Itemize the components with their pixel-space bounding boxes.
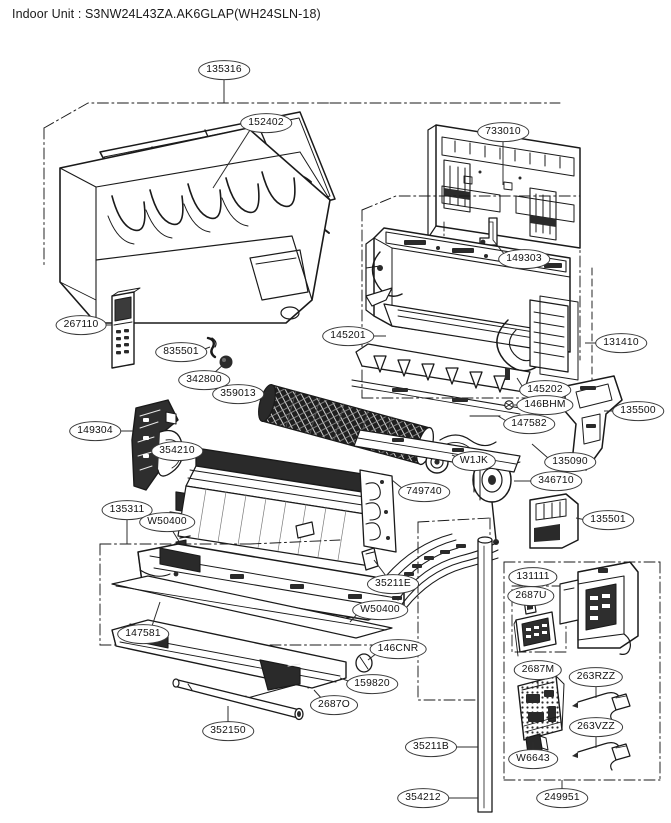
- part-callout-35211E[interactable]: 35211E: [367, 574, 419, 594]
- part-control-box: [559, 561, 639, 655]
- part-callout-152402[interactable]: 152402: [240, 113, 292, 133]
- part-callout-146CNR[interactable]: 146CNR: [369, 639, 427, 659]
- part-callout-W50400[interactable]: W50400: [139, 512, 195, 532]
- part-callout-2687O[interactable]: 2687O: [310, 695, 358, 715]
- part-callout-W6643[interactable]: W6643: [508, 749, 558, 769]
- part-147581-strip: [111, 575, 393, 639]
- part-callout-149303[interactable]: 149303: [498, 249, 550, 269]
- part-callout-146BHM[interactable]: 146BHM: [516, 395, 574, 415]
- part-callout-135500[interactable]: 135500: [612, 401, 664, 421]
- part-callout-249951[interactable]: 249951: [536, 788, 588, 808]
- part-263VZZ-lead: [572, 742, 631, 771]
- part-callout-131111[interactable]: 131111: [508, 567, 558, 587]
- part-callout-35211B[interactable]: 35211B: [405, 737, 457, 757]
- part-callout-354212[interactable]: 354212: [397, 788, 449, 808]
- part-146CNR-grommet: [355, 653, 373, 673]
- part-263RZZ-lead: [572, 692, 631, 721]
- part-callout-342800[interactable]: 342800: [178, 370, 230, 390]
- part-callout-147581[interactable]: 147581: [117, 624, 169, 644]
- part-callout-135501[interactable]: 135501: [582, 510, 634, 530]
- part-callout-135090[interactable]: 135090: [544, 452, 596, 472]
- part-267110-remote: [111, 287, 141, 369]
- part-35211E-clamp: [295, 521, 379, 571]
- part-callout-835501[interactable]: 835501: [155, 342, 207, 362]
- part-callout-147582[interactable]: 147582: [503, 414, 555, 434]
- group-outline-145201: [361, 195, 581, 399]
- part-callout-135316[interactable]: 135316: [198, 60, 250, 80]
- part-callout-131410[interactable]: 131410: [595, 333, 647, 353]
- part-callout-2687M[interactable]: 2687M: [513, 660, 563, 680]
- part-135316-cabinet: [59, 127, 331, 324]
- part-2687M-main-pcb: [517, 675, 565, 741]
- part-callout-2687U[interactable]: 2687U: [507, 586, 555, 606]
- part-callout-359013[interactable]: 359013: [212, 384, 264, 404]
- part-callout-354210[interactable]: 354210: [151, 441, 203, 461]
- part-733010-install-plate: [427, 124, 581, 249]
- part-135501-cover: [529, 493, 579, 549]
- part-callout-267110[interactable]: 267110: [55, 315, 107, 335]
- part-callout-263RZZ[interactable]: 263RZZ: [568, 667, 624, 687]
- group-outline-249951: [503, 561, 661, 781]
- part-callout-733010[interactable]: 733010: [477, 122, 529, 142]
- part-callout-352150[interactable]: 352150: [202, 721, 254, 741]
- part-callout-149304[interactable]: 149304: [69, 421, 121, 441]
- part-callout-749740[interactable]: 749740: [398, 482, 450, 502]
- part-359013-crossflow-fan: [258, 383, 449, 474]
- part-callout-263VZZ[interactable]: 263VZZ: [569, 717, 623, 737]
- part-835501-clip: [206, 336, 217, 359]
- group-outline-135316: [43, 102, 561, 269]
- part-352150-pipe: [172, 678, 304, 721]
- page-title: Indoor Unit : S3NW24L43ZA.AK6GLAP(WH24SL…: [12, 7, 321, 21]
- part-callout-145201[interactable]: 145201: [322, 326, 374, 346]
- group-outline-131111: [511, 585, 567, 653]
- part-callout-W50400[interactable]: W50400: [352, 600, 408, 620]
- part-callout-159820[interactable]: 159820: [346, 674, 398, 694]
- part-callout-135311[interactable]: 135311: [101, 500, 153, 520]
- part-131111-display-pcb: [513, 611, 557, 657]
- part-callout-W1JK[interactable]: W1JK: [451, 451, 497, 471]
- part-callout-346710[interactable]: 346710: [530, 471, 582, 491]
